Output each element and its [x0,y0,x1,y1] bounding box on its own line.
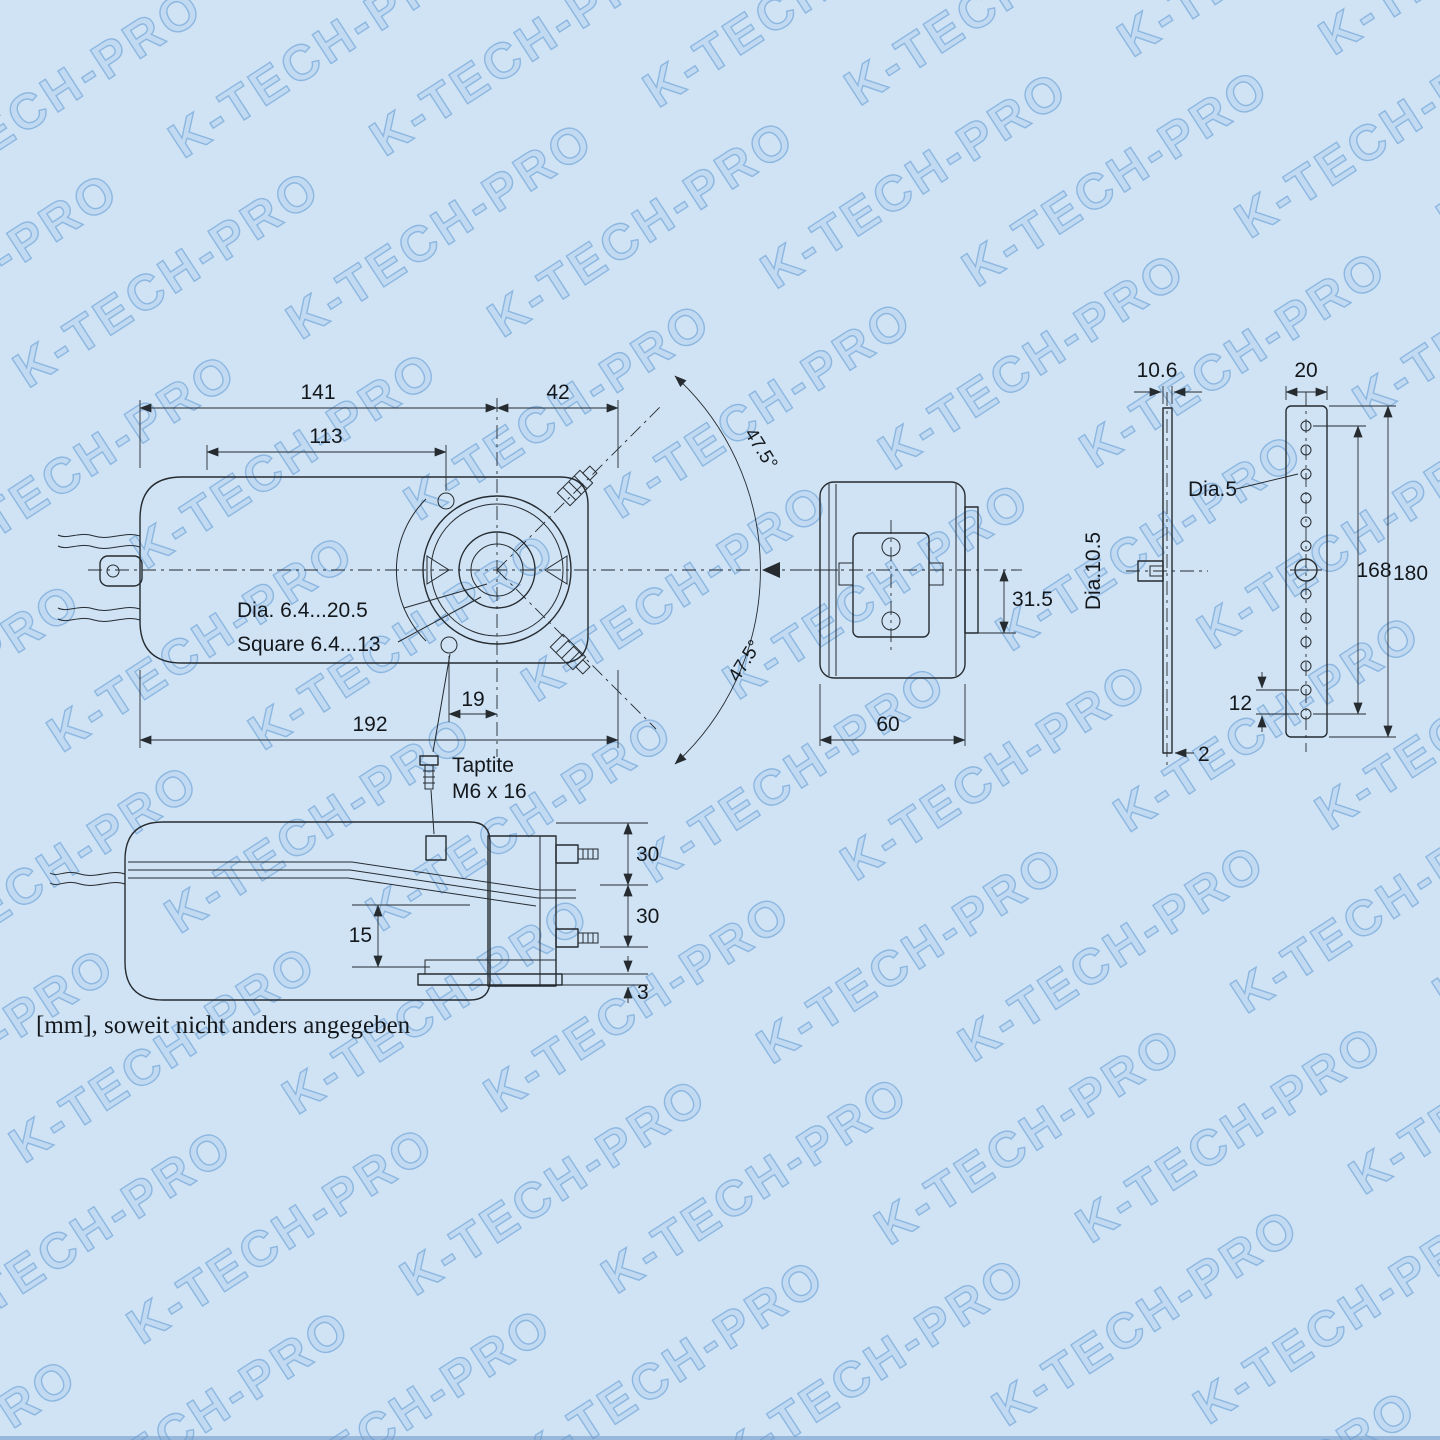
dim-30-top: 30 [636,843,659,866]
clamp-screw-top [881,537,901,557]
dim-168: 168 [1356,559,1391,582]
label-dia-5: Dia.5 [1188,478,1237,501]
profile-body [124,821,491,1001]
foot-pad [417,973,563,986]
leader-line [430,789,435,835]
screw-hole-top [437,492,455,510]
centerline-diagonal-bottom [496,569,657,730]
rotation-arc [674,375,761,765]
bolt-top [555,844,599,864]
bracket-hole [1300,492,1312,504]
parting-line [128,869,576,899]
dim-12: 12 [1229,692,1252,715]
dim-15: 15 [349,924,372,947]
bracket-hole [1300,420,1312,432]
bracket-hole [1300,516,1312,528]
dim-113: 113 [309,425,342,448]
label-shaft-square: Square 6.4...13 [237,633,381,656]
leader-line [1235,473,1299,490]
dim-31-5: 31.5 [1012,588,1053,611]
clamp-tab-left [838,562,854,586]
wire [49,871,126,876]
plate-body [1162,407,1173,754]
dim-3: 3 [637,981,649,1004]
bracket-hole [1300,708,1312,720]
label-shaft-dia: Dia. 6.4...20.5 [237,599,368,622]
arc-mid-arrow [762,562,780,578]
dim-2: 2 [1198,743,1210,766]
bracket-view: 20 Dia.5 168 180 12 [1188,359,1428,752]
screw-hole-bottom [440,636,458,654]
side-view: 60 31.5 [795,481,1053,746]
clamp-pointer-left [426,555,450,585]
label-taptite: Taptite [452,754,514,777]
parting-line [128,877,537,907]
wire [57,606,141,611]
wire [57,544,141,549]
dim-20: 20 [1294,359,1317,382]
front-view: 47.5° 47.5° 141 42 113 192 19 Dia. 6.4..… [57,375,838,765]
dim-141: 141 [300,381,335,404]
anti-rotation-stub [99,555,143,587]
bolt-bottom [555,928,599,948]
label-taptite-size: M6 x 16 [452,780,527,803]
bracket-hole [1300,660,1312,672]
hub-recess-arc [396,498,427,642]
bracket-hole [1300,588,1312,600]
leader-line [432,653,451,753]
dim-180: 180 [1393,562,1428,585]
actuator-body [139,476,589,664]
bracket-hole [1300,636,1312,648]
bracket-hole [1300,684,1312,696]
clamp-pointer-right [544,555,568,585]
end-stop-screw-bottom [549,633,591,675]
centerline-diagonal-top [496,404,663,571]
bottom-edge-line [0,1436,1440,1440]
bracket-body [1285,405,1328,738]
dim-42: 42 [546,381,569,404]
dim-60: 60 [876,713,899,736]
screw-icon [419,755,439,790]
bracket-hole [1300,444,1312,456]
angle-label-top: 47.5° [740,425,781,474]
clamp-tab-right [928,562,944,586]
bracket-plate [487,835,557,987]
wire [49,881,126,886]
dim-19: 19 [461,688,484,711]
dim-192: 192 [352,713,387,736]
profile-view: 30 30 3 15 [49,821,659,1004]
shaft-stub-inner [1149,565,1164,577]
bracket-hole [1300,540,1312,552]
units-note: [mm], soweit nicht anders angegeben [36,1012,411,1039]
wire [57,533,141,538]
label-dia-10-5: Dia.10.5 [1082,532,1105,610]
bracket-hole [1300,612,1312,624]
stub-hole [106,564,120,578]
rotary-hub [422,495,572,645]
dim-10-6: 10.6 [1137,359,1178,382]
plate-view: 10.6 Dia.10.5 2 [1082,359,1210,768]
parting-line [128,861,576,891]
screw-boss [425,835,447,861]
clamp-screw-bottom [881,611,901,631]
bracket-hole [1300,468,1312,480]
leader-line [403,583,488,609]
end-stop-screw-top [556,465,598,507]
mounting-plate-edge [964,506,979,634]
leader-line [397,596,482,643]
angle-label-bottom: 47.5° [725,637,766,686]
wire [57,617,141,622]
dim-30-bottom: 30 [636,905,659,928]
taptite-callout: Taptite M6 x 16 [419,653,527,835]
